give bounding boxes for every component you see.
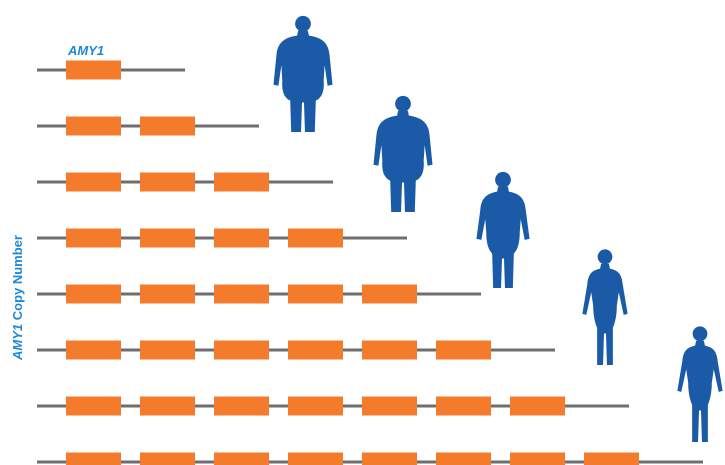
amy1-copy-block [436, 340, 491, 360]
amy1-copy-block [66, 60, 121, 80]
copy-number-row [37, 60, 185, 80]
amy1-copy-block [214, 228, 269, 248]
person-silhouette-icon [273, 15, 333, 133]
amy1-copy-block [362, 452, 417, 465]
amy1-copy-block [510, 452, 565, 465]
amy1-copy-block [362, 284, 417, 304]
amy1-copy-block [362, 396, 417, 416]
axis-label-text: Copy Number [10, 235, 25, 324]
amy1-copy-block [362, 340, 417, 360]
amy1-copy-block [66, 452, 121, 465]
amy1-copy-block [214, 172, 269, 192]
copy-number-row [37, 228, 407, 248]
amy1-copy-block [214, 452, 269, 465]
amy1-copy-block [140, 228, 195, 248]
amy1-copy-block [140, 396, 195, 416]
copy-number-row [37, 172, 333, 192]
amy1-copy-block [288, 396, 343, 416]
amy1-copy-block [66, 340, 121, 360]
amy1-copy-block [288, 340, 343, 360]
amy1-copy-block [140, 452, 195, 465]
axis-label: AMY1 Copy Number [10, 235, 25, 361]
person-silhouette-icon [476, 171, 530, 289]
copy-number-row [37, 452, 703, 465]
gene-label: AMY1 [67, 43, 104, 58]
amy1-copy-block [436, 396, 491, 416]
amy1-copy-block [288, 284, 343, 304]
amy1-copy-block [140, 340, 195, 360]
amy1-copy-block [66, 228, 121, 248]
amy1-copy-block [66, 172, 121, 192]
amy1-copy-block [510, 396, 565, 416]
amy1-copy-block [214, 284, 269, 304]
amy1-copy-block [288, 228, 343, 248]
copy-number-row [37, 340, 555, 360]
amy1-copy-block [214, 396, 269, 416]
amy1-copy-block [288, 452, 343, 465]
copy-number-row [37, 284, 481, 304]
copy-number-row [37, 116, 259, 136]
copy-number-row [37, 396, 629, 416]
copy-number-rows [37, 60, 703, 465]
amy1-copy-block [66, 396, 121, 416]
amy1-copy-block [140, 172, 195, 192]
amy1-copy-block [214, 340, 269, 360]
person-silhouette-icon [582, 249, 628, 366]
amy1-copy-block [140, 116, 195, 136]
amy1-copy-block [584, 452, 639, 465]
amy1-copy-block [66, 116, 121, 136]
person-silhouette-icon [373, 95, 433, 213]
amy1-copy-block [140, 284, 195, 304]
person-silhouette-icon [677, 326, 723, 443]
amy1-copy-block [436, 452, 491, 465]
amy1-copy-block [66, 284, 121, 304]
axis-label-gene: AMY1 [10, 324, 25, 361]
